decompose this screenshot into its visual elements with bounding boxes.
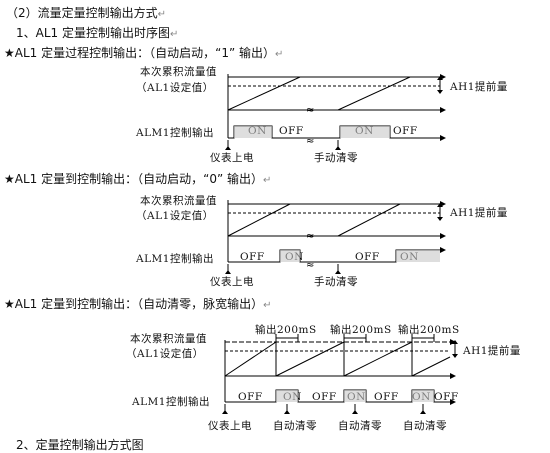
section-3-ylabel-1: 本次累积流量值 [130, 333, 207, 345]
heading: （2）流量定量控制输出方式↵ [6, 6, 167, 20]
svg-text:≈: ≈ [306, 260, 314, 271]
section-3-ylabel-2: （AL1设定值） [126, 348, 204, 360]
section-2-title: ★AL1 定量到控制输出：（自动启动，“0” 输出）↵ [4, 172, 272, 186]
section-1-ylabel-1: 本次累积流量值 [140, 66, 217, 78]
section-2-bottom-label-2: 手动清零 [314, 276, 358, 288]
section-3-pulse-label-1: 输出200mS [255, 324, 317, 336]
section-3-pulse-label-2: 输出200mS [330, 324, 392, 336]
section-2-ylabel-1: 本次累积流量值 [140, 195, 217, 207]
section-1-alm-label: ALM1控制输出 [136, 127, 214, 139]
section-1-ah1-label: AH1提前量 [450, 81, 508, 93]
section-3-bottom-label-3: 自动清零 [338, 420, 382, 432]
next-heading-cut: 2、定量控制输出方式图 [16, 438, 144, 452]
section-1-title: ★AL1 定量过程控制输出：（自动启动，“1” 输出）↵ [4, 46, 284, 60]
section-2-ylabel-2: （AL1设定值） [136, 210, 214, 222]
section-3-title: ★AL1 定量到控制输出：（自动清零，脉宽输出）↵ [4, 297, 272, 311]
section-3-state-1: OFF [238, 391, 263, 403]
section-3-state-3: OFF [312, 391, 337, 403]
section-3-bottom-label-4: 自动清零 [403, 420, 447, 432]
svg-text:≈: ≈ [306, 136, 314, 147]
section-1-bottom-label-2: 手动清零 [314, 152, 358, 164]
section-3-state-5: OFF [374, 391, 399, 403]
section-2-state-3: OFF [355, 251, 380, 263]
section-1-state-2: OFF [279, 125, 304, 137]
section-1-state-4: OFF [393, 125, 418, 137]
section-3-ah1-label: AH1提前量 [463, 345, 521, 357]
section-2-alm-label: ALM1控制输出 [136, 253, 214, 265]
section-2-ah1-label: AH1提前量 [450, 207, 508, 219]
section-1-ylabel-2: （AL1设定值） [136, 82, 214, 94]
section-1-timing-diagram: ≈ ≈ [225, 74, 446, 150]
section-3-bottom-label-2: 自动清零 [273, 420, 317, 432]
section-1-bottom-label-1: 仪表上电 [210, 152, 254, 164]
section-3-state-7: OFF [434, 391, 459, 403]
section-2-bottom-label-1: 仪表上电 [210, 276, 254, 288]
subheading: 1、AL1 定量控制输出时序图↵ [16, 26, 179, 40]
section-3-timing-diagram [222, 334, 458, 414]
svg-text:≈: ≈ [306, 105, 314, 116]
svg-text:≈: ≈ [306, 231, 314, 242]
section-2-state-1: OFF [240, 251, 265, 263]
section-3-bottom-label-1: 仪表上电 [208, 420, 252, 432]
section-3-alm-label: ALM1控制输出 [132, 396, 210, 408]
section-3-pulse-label-3: 输出200mS [398, 324, 460, 336]
document-page: { "doc": { "heading": "（2）流量定量控制输出方式", "… [4, 6, 521, 452]
section-2-timing-diagram: ≈ ≈ [225, 200, 446, 274]
